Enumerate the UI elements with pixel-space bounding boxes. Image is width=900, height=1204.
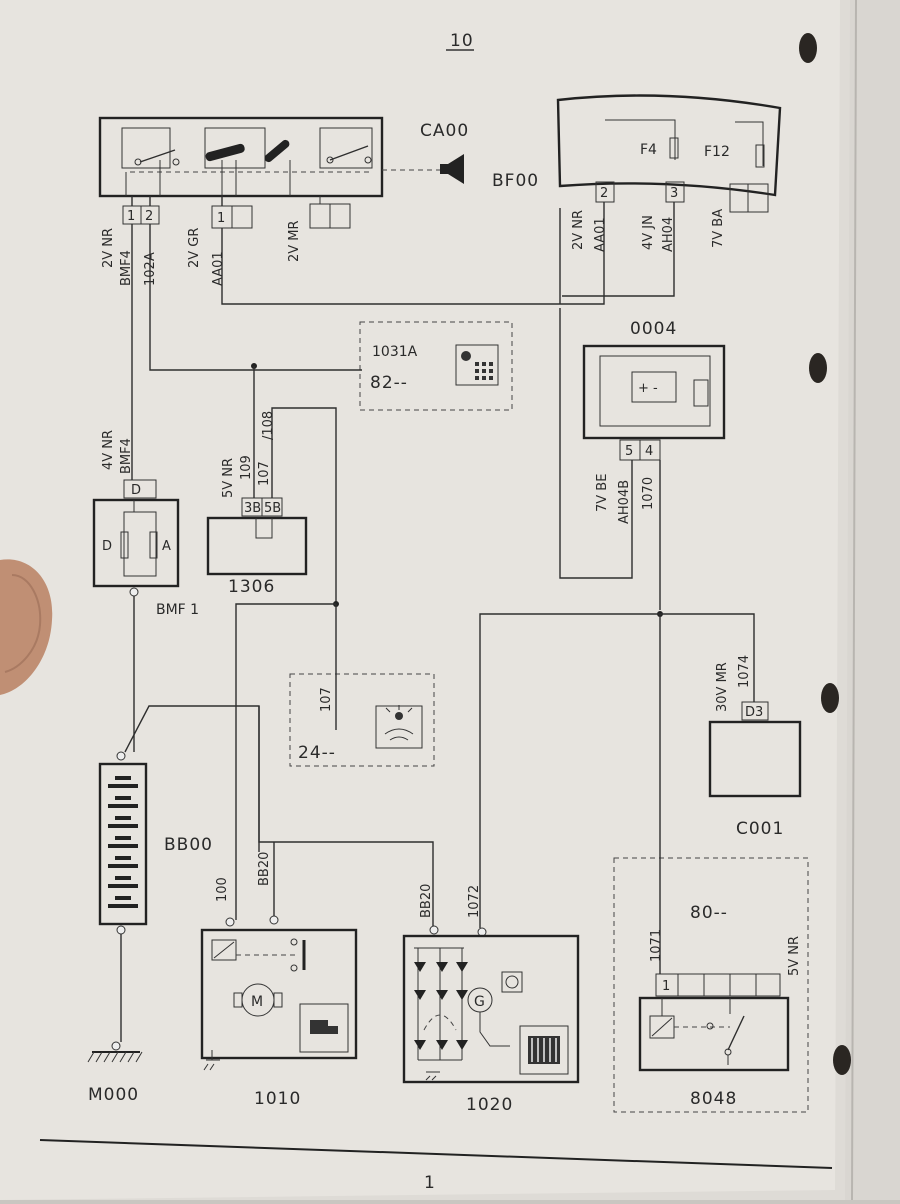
motor-label: M (251, 994, 263, 1010)
wire-label: 100 (215, 877, 230, 902)
battery-bb00: BB00 (98, 751, 213, 935)
bottom-rule (39, 1139, 833, 1169)
ground-m000: M000 (87, 1041, 143, 1105)
thumb-photo (0, 559, 53, 695)
key-icon (440, 154, 464, 184)
alternator-icon (528, 1036, 560, 1064)
label-bmf1: BMF 1 (156, 602, 199, 618)
keypad-unit-82: 1031A 82-- (359, 321, 513, 411)
alternator-1020: BB20 1072 G 1020 (402, 884, 580, 1115)
conn-code: BMF4 (119, 438, 134, 474)
svg-text:+ -: + - (638, 381, 658, 396)
relay-unit-80: 80-- 1071 5V NR 1 8048 (613, 857, 809, 1113)
conn-code: AH04 (661, 217, 676, 252)
connector-ca00-c: 2V MR (287, 203, 351, 262)
conn-code: BB20 (419, 884, 434, 918)
pin-label: D (102, 539, 112, 554)
wire-label: /108 (261, 411, 276, 440)
pin-label: 1 (217, 211, 225, 226)
page-sheet (0, 0, 840, 1200)
wire-label: 107 (257, 461, 272, 486)
wire-label: 1074 (737, 655, 752, 688)
connector-bf00-c: 7V BA (711, 183, 769, 248)
binder-ring-icon (821, 683, 839, 713)
label-82: 82-- (370, 373, 408, 393)
wire-label: 1031A (372, 344, 418, 360)
conn-type: 7V BA (711, 209, 726, 248)
conn-code: BB20 (257, 852, 272, 886)
ignition-switch-ca00: CA00 (98, 116, 469, 198)
conn-type: 30V MR (715, 662, 730, 712)
pin-label: D3 (745, 705, 763, 720)
label-bf00: BF00 (492, 171, 539, 191)
pin-label: 5B (264, 501, 281, 516)
binder-ring-icon (833, 1045, 851, 1075)
fuse-f4: F4 (640, 142, 657, 158)
label-bb00: BB00 (164, 835, 213, 855)
keypad-icon (455, 344, 499, 386)
connector-bf00-b: 3 4V JN AH04 (641, 181, 685, 252)
label-1010: 1010 (254, 1089, 301, 1109)
wire-label: 1072 (467, 885, 482, 918)
binder-ring-icon (809, 353, 827, 383)
label-1020: 1020 (466, 1095, 513, 1115)
wire-label: 107 (319, 687, 334, 712)
conn-code: AA01 (593, 217, 608, 252)
pin-label: 2 (145, 209, 153, 224)
pin-label: 4 (645, 444, 653, 459)
page-number-top: 10 (450, 31, 474, 51)
wires (120, 160, 755, 1042)
pin-label: 3B (244, 501, 261, 516)
label-ca00: CA00 (420, 121, 469, 141)
conn-type: 4V JN (641, 215, 656, 250)
pin-label: 3 (670, 186, 678, 201)
conn-code: BMF4 (119, 250, 134, 286)
battery-cells-icon (108, 776, 138, 908)
conn-code: AH04B (617, 480, 632, 524)
conn-type: 2V GR (187, 228, 202, 268)
pin-label: 2 (600, 186, 608, 201)
wire-label: 109 (239, 455, 254, 480)
pin-label: A (162, 539, 171, 554)
conn-type: 5V NR (221, 458, 236, 498)
relay-fuse-bmf1: 4V NR BMF4 D D A BMF 1 (92, 430, 199, 618)
starter-motor-icon (310, 1020, 338, 1034)
starter-1010: 100 BB20 M 1010 (200, 852, 358, 1109)
label-0004: 0004 (630, 319, 677, 339)
pin-label: 1 (127, 209, 135, 224)
next-page-edge (845, 0, 900, 1200)
wire-label: 1070 (641, 477, 656, 510)
conn-type: 4V NR (101, 430, 116, 470)
pin-label: 5 (625, 444, 633, 459)
ground-icon (87, 1051, 143, 1063)
conn-type: 5V NR (787, 936, 802, 976)
conn-type: 7V BE (595, 474, 610, 512)
page-number-bottom: 1 (424, 1173, 436, 1193)
conn-type: 2V NR (571, 210, 586, 250)
generator-label: G (474, 994, 485, 1010)
fuse-f12: F12 (704, 144, 730, 160)
label-24: 24-- (298, 743, 336, 763)
pin-label: D (131, 483, 141, 498)
conn-type: 2V NR (101, 228, 116, 268)
headlight-icon (375, 705, 423, 749)
conn-type: 2V MR (287, 220, 302, 262)
label-m000: M000 (88, 1085, 139, 1105)
binder-ring-icon (799, 33, 817, 63)
conn-code: AA01 (211, 251, 226, 286)
label-8048: 8048 (690, 1089, 737, 1109)
fuse-box-bf00: F4 F12 BF00 (492, 94, 782, 197)
label-1306: 1306 (228, 577, 275, 597)
battery-icon (631, 371, 677, 403)
battery-unit-0004: 0004 + - 5 4 7V BE AH04B 1070 (582, 319, 726, 524)
pin-label: 1 (662, 979, 670, 994)
control-c001: 30V MR 1074 D3 C001 (708, 655, 802, 839)
lighting-unit-24: 107 24-- (289, 673, 435, 767)
label-80: 80-- (690, 903, 728, 923)
wire-label: 1071 (649, 929, 664, 962)
label-c001: C001 (736, 819, 784, 839)
